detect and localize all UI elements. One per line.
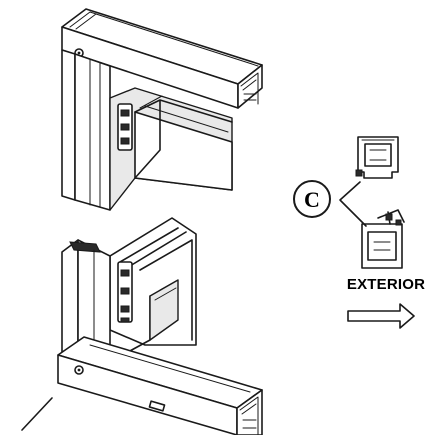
callout-c-badge: C [293,180,331,218]
lower-frame-assembly [21,217,263,436]
section-sill-profile [361,209,405,269]
jamb-profile-top [61,49,111,211]
section-detail: C EXTERIOR [293,136,425,329]
exterior-label: EXTERIOR [347,276,425,293]
door-leaf-top-corner [109,87,233,211]
hinge-top [117,103,133,151]
exterior-arrow-icon [347,303,415,329]
upper-frame-assembly [61,8,263,211]
hinge-bottom [117,261,133,323]
section-head-profile [355,136,399,179]
sill-profile [57,336,263,436]
jamb-profile-bottom [61,239,111,361]
screw-sill [74,365,84,375]
head-frame-profile [61,8,263,109]
callout-leader [339,181,367,227]
callout-letter: C [304,187,320,212]
leader-line-sill [21,397,53,431]
drain-slot [148,400,166,412]
